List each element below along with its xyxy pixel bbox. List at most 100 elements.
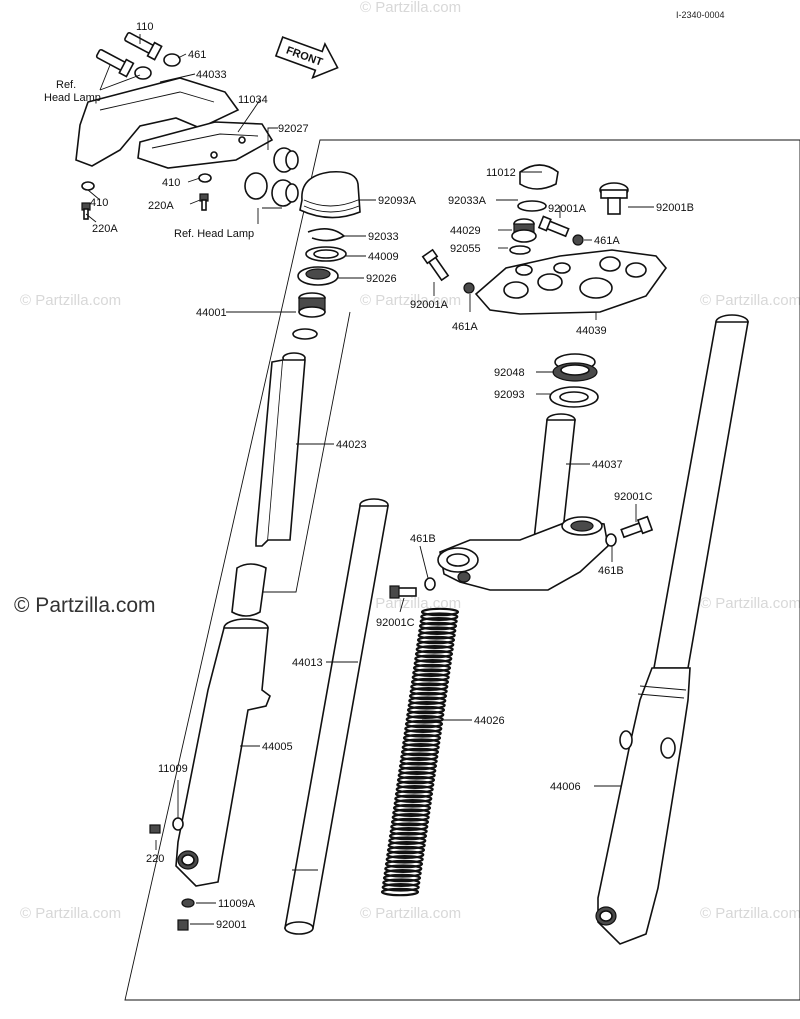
spring-coil	[390, 822, 429, 832]
right-fork-leg-44006	[595, 314, 749, 945]
spring-coil	[411, 672, 450, 682]
spring-coil	[390, 817, 430, 827]
label-ref-head-lamp: Ref. Head Lamp	[174, 228, 254, 240]
label-92001: 92001	[216, 919, 247, 931]
label-92001A: 92001A	[548, 203, 587, 215]
steering-stem-44037	[437, 413, 609, 591]
label-11009A: 11009A	[218, 898, 256, 910]
bolt-92001C-icon	[389, 515, 654, 599]
label-11012: 11012	[486, 167, 516, 179]
spring-coil	[386, 845, 426, 855]
label-461B: 461B	[410, 533, 436, 545]
bolt-92001B-icon	[599, 182, 629, 215]
spring-coil	[412, 668, 451, 678]
spring-coil	[416, 640, 455, 650]
spring-coil	[410, 682, 449, 692]
label-92055: 92055	[450, 243, 481, 255]
bolt-92001-icon	[177, 919, 189, 931]
label-ref-head-lamp: Head Lamp	[44, 92, 101, 104]
spring-coil	[392, 803, 432, 813]
bolt-92001A-icon	[537, 215, 570, 238]
label-44039: 44039	[576, 325, 607, 337]
spring-coil	[392, 808, 431, 818]
label-92027: 92027	[278, 123, 309, 135]
watermark: © Partzilla.com	[360, 0, 461, 16]
label-92001A: 92001A	[410, 299, 449, 311]
washer-11009A-icon	[181, 898, 195, 908]
spring-coil	[410, 677, 450, 687]
spring-coil	[408, 696, 447, 706]
spring-coil	[381, 882, 420, 892]
spring-coil	[396, 780, 435, 790]
spring-coil	[404, 724, 443, 734]
spring-coil	[420, 612, 459, 622]
spring-coil	[387, 840, 426, 850]
damper-tube-44023	[255, 352, 306, 547]
spring-coil	[393, 798, 432, 808]
spring-coil	[388, 836, 427, 846]
grommet-92027-icon	[244, 147, 299, 207]
spring-coil	[403, 728, 442, 738]
label-410: 410	[162, 177, 180, 189]
diagram-code: I-2340-0004	[676, 10, 725, 20]
spring-coil	[402, 738, 441, 748]
label-410: 410	[90, 197, 108, 209]
nut-icon	[134, 66, 152, 80]
circlip-92033A	[517, 200, 547, 212]
spring-coil	[406, 710, 445, 720]
watermark: © Partzilla.com	[20, 905, 121, 922]
spring-coil	[400, 747, 440, 757]
label-92026: 92026	[366, 273, 397, 285]
bolt-92001A-icon	[421, 248, 450, 282]
spring-coil	[394, 789, 434, 799]
label-461B: 461B	[598, 565, 624, 577]
label-44033: 44033	[196, 69, 227, 81]
label-92048: 92048	[494, 367, 525, 379]
spring-coil	[418, 621, 458, 631]
watermark-layer: © Partzilla.com © Partzilla.com © Partzi…	[14, 0, 800, 922]
label-461: 461	[188, 49, 206, 61]
spring-coil	[418, 626, 457, 636]
bolt-220-icon	[149, 824, 161, 834]
watermark: © Partzilla.com	[700, 905, 800, 922]
label-461A: 461A	[594, 235, 620, 247]
spring-coil	[417, 630, 456, 640]
spring-coil	[397, 770, 436, 780]
label-44006: 44006	[550, 781, 581, 793]
spring-coil	[400, 752, 439, 762]
spring-coil	[406, 705, 446, 715]
label-44001: 44001	[196, 307, 227, 319]
label-92033: 92033	[368, 231, 399, 243]
bushing-44029	[511, 218, 537, 243]
label-44005: 44005	[262, 741, 293, 753]
washer-410-icon	[81, 181, 95, 191]
steering-stem-group	[389, 353, 654, 599]
label-44029: 44029	[450, 225, 481, 237]
circlip-92033	[307, 228, 346, 242]
label-92093A: 92093A	[378, 195, 417, 207]
spring-coil	[395, 784, 434, 794]
washer-92055	[509, 245, 531, 255]
label-11009: 11009	[158, 763, 188, 775]
spring-coil	[399, 756, 438, 766]
label-11034: 11034	[238, 94, 268, 106]
watermark: © Partzilla.com	[700, 595, 800, 612]
spring-coil	[382, 878, 421, 888]
plate-11034	[137, 121, 274, 169]
top-clamp-44039	[474, 249, 668, 315]
spring-coil	[386, 850, 425, 860]
spring-coil	[383, 868, 422, 878]
spring-coil	[404, 719, 444, 729]
watermark: © Partzilla.com	[360, 905, 461, 922]
label-220A: 220A	[92, 223, 118, 235]
spring-coil	[380, 887, 420, 897]
washer-461A-icon	[463, 282, 475, 294]
spring-coil	[419, 616, 458, 626]
label-92033A: 92033A	[448, 195, 487, 207]
spring-coil	[407, 700, 446, 710]
bearing-92048	[552, 353, 598, 382]
spring-coil	[388, 831, 428, 841]
spring-coil	[414, 649, 454, 659]
spring-coil	[414, 654, 453, 664]
